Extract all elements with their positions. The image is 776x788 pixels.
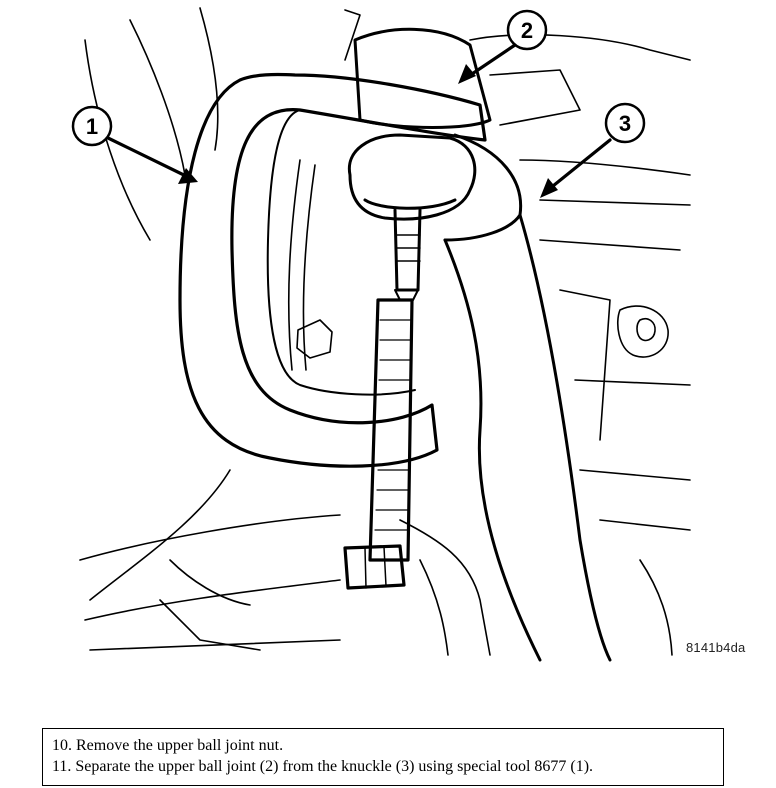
figure-code: 8141b4da <box>686 640 746 655</box>
callout-label-1: 1 <box>86 114 98 139</box>
leader-line-3 <box>546 138 612 192</box>
instruction-step: 11. Separate the upper ball joint (2) fr… <box>52 758 594 775</box>
callout-circle-2 <box>506 9 548 51</box>
ball-joint-separation-illustration: 1 2 3 <box>71 7 691 662</box>
background-suspension-lines <box>79 7 691 656</box>
leader-line-1 <box>106 136 192 180</box>
arrowhead-3 <box>540 178 558 198</box>
callout-label-2: 2 <box>521 18 533 43</box>
callout-leaders <box>106 43 612 192</box>
upper-ball-joint <box>347 27 492 292</box>
callout-circles <box>71 9 646 147</box>
arrowhead-2 <box>458 64 476 84</box>
arrowhead-1 <box>178 168 198 184</box>
callout-circle-3 <box>604 102 646 144</box>
instruction-caption: 10. Remove the upper ball joint nut. 11.… <box>42 728 724 786</box>
special-tool-8677 <box>178 72 487 590</box>
callout-label-3: 3 <box>619 111 631 136</box>
callout-circle-1 <box>71 105 113 147</box>
leader-line-2 <box>464 43 517 80</box>
instruction-step: 10. Remove the upper ball joint nut. <box>52 737 284 754</box>
knuckle <box>443 133 612 662</box>
